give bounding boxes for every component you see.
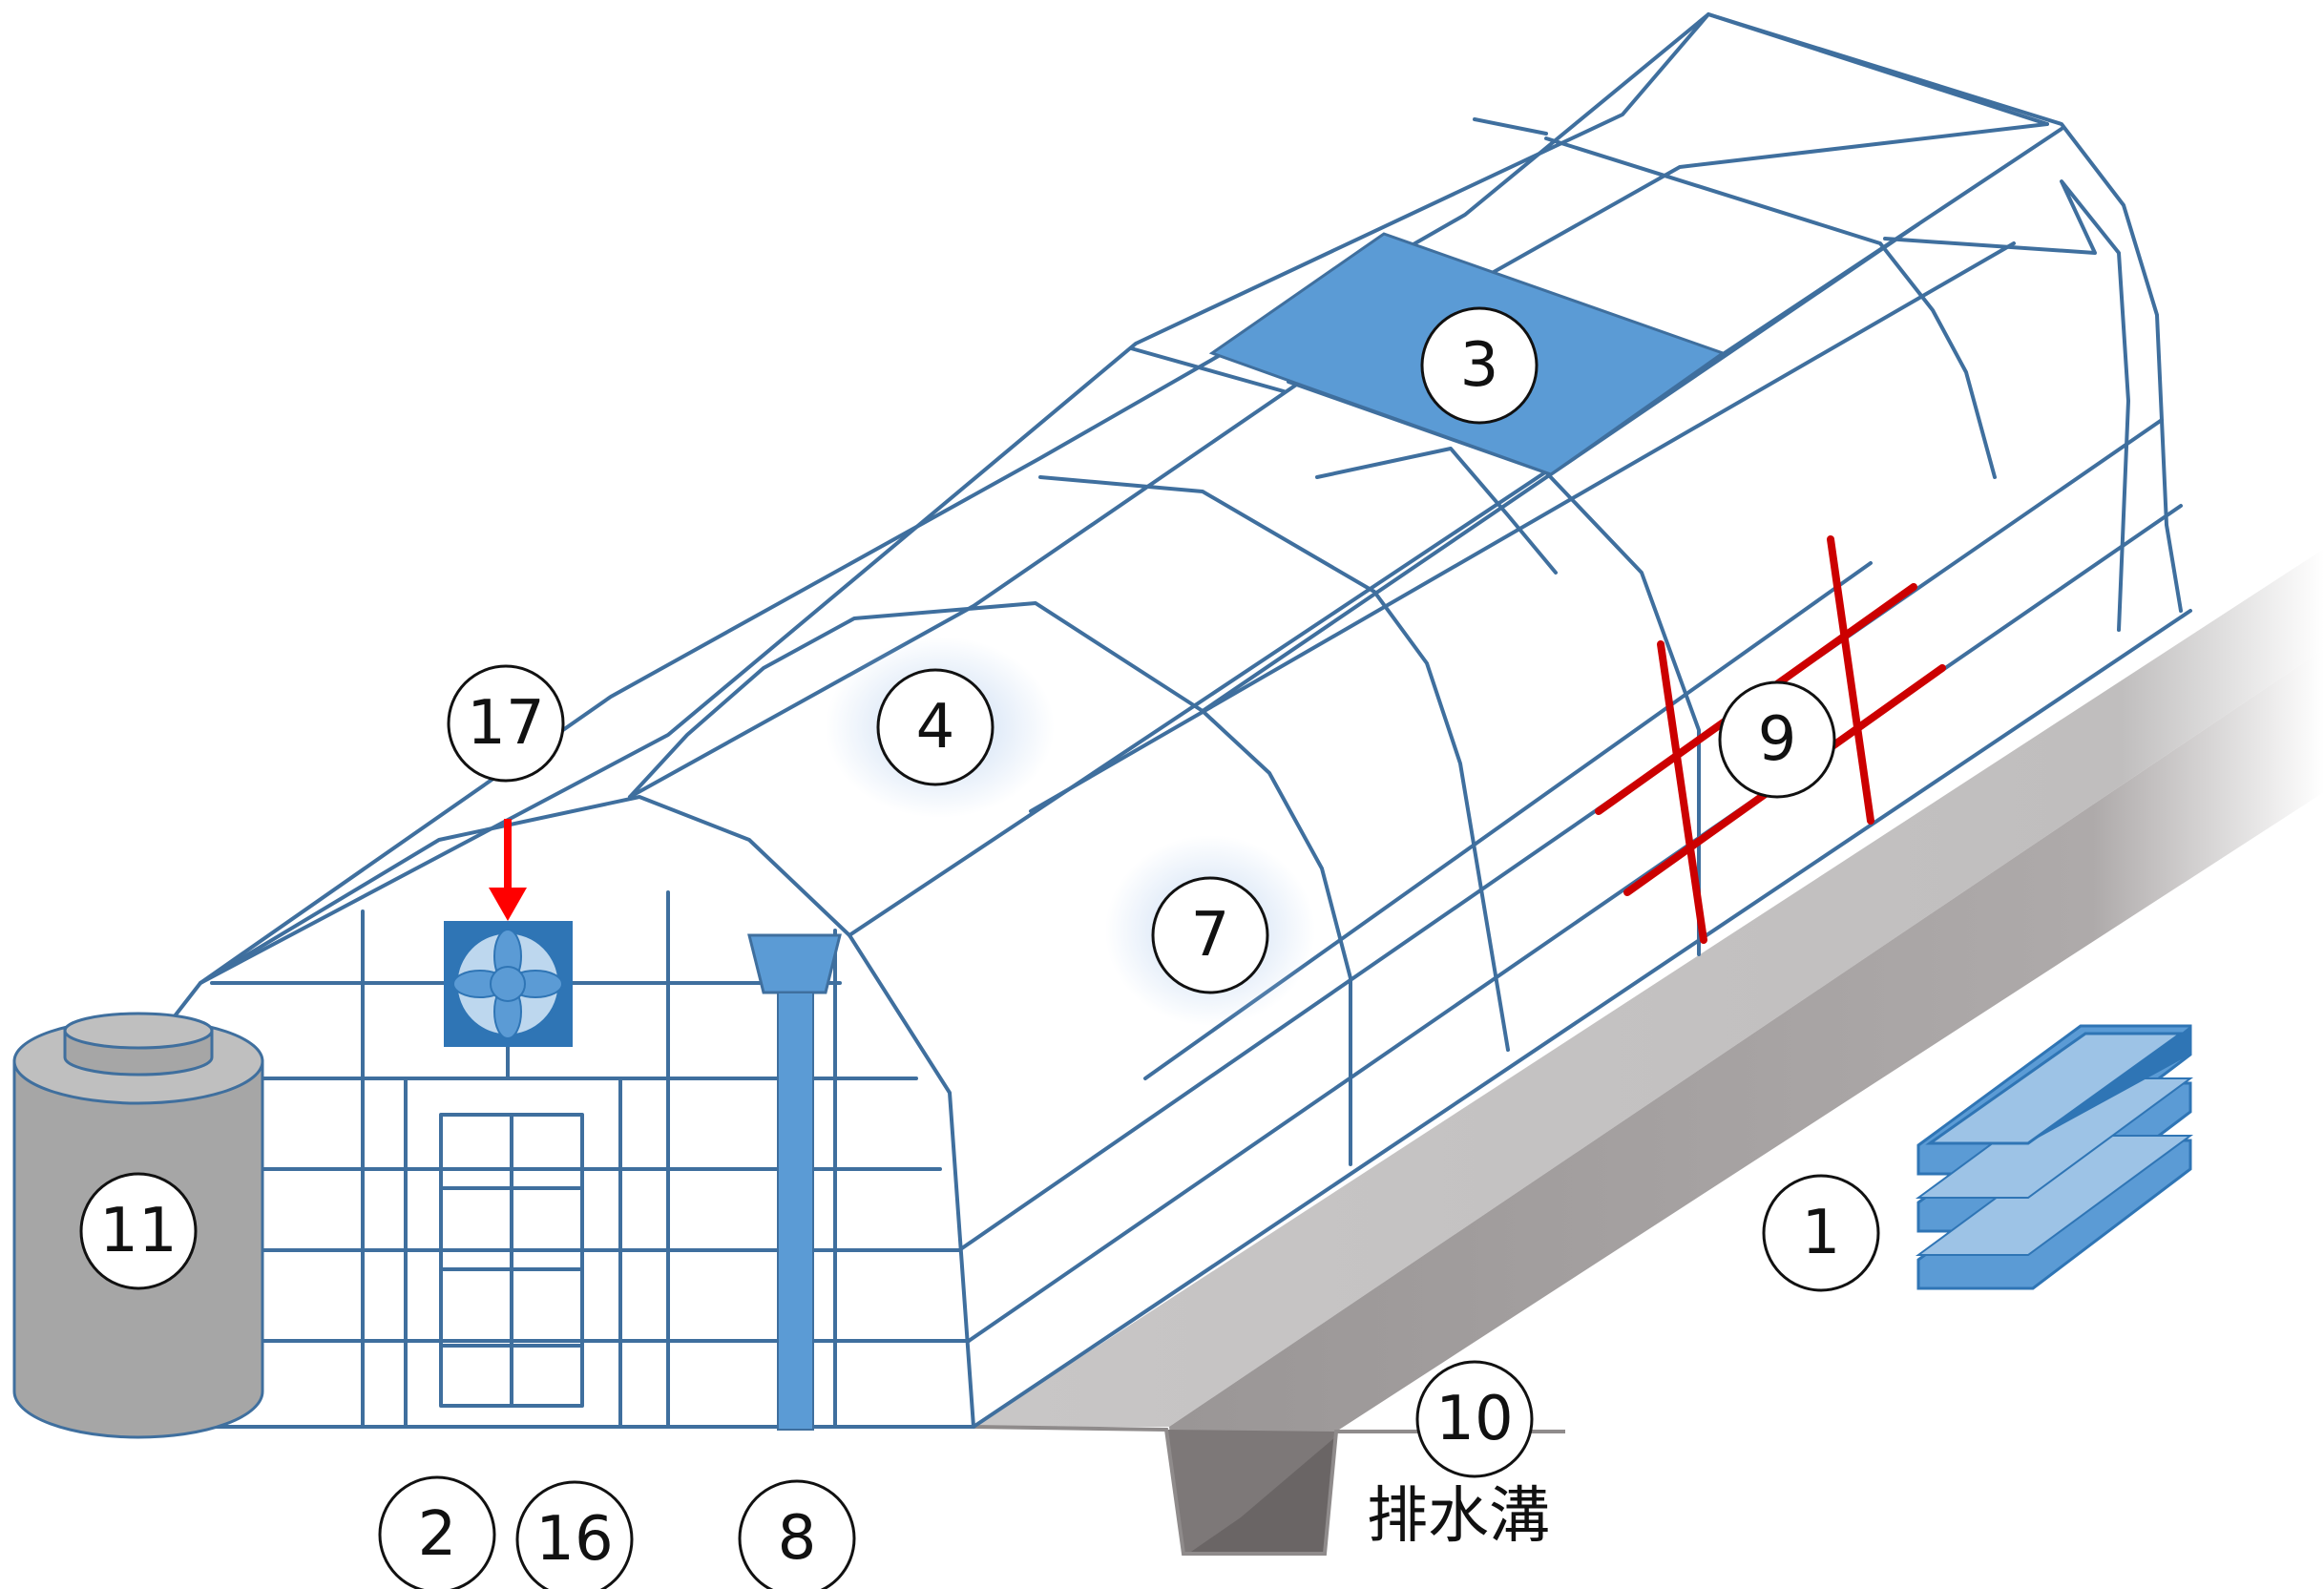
stacked-trays [1915,1024,2194,1290]
red-arrow [489,819,527,921]
svg-text:17: 17 [467,688,544,759]
label-4: 4 [876,668,995,786]
exhaust-fan [444,921,573,1078]
svg-text:3: 3 [1460,330,1499,401]
svg-text:7: 7 [1191,900,1230,971]
svg-text:16: 16 [535,1504,613,1575]
svg-text:10: 10 [1435,1384,1513,1454]
label-16: 16 [515,1480,634,1589]
svg-text:4: 4 [916,692,955,763]
svg-text:2: 2 [418,1499,457,1570]
svg-text:1: 1 [1802,1198,1841,1268]
label-7: 7 [1151,876,1269,994]
ground-slab [974,549,2324,1427]
label-17: 17 [447,664,565,783]
label-3: 3 [1420,306,1539,425]
downspout [747,933,842,1431]
label-9: 9 [1718,680,1836,799]
label-11: 11 [79,1172,198,1290]
svg-text:11: 11 [99,1196,177,1266]
svg-text:9: 9 [1758,704,1797,775]
drain-caption: 排水溝 [1367,1481,1550,1552]
svg-text:8: 8 [778,1503,817,1574]
ditch-edge-line [973,1425,1565,1556]
drainage-ditch [973,549,2324,1556]
ditch-bottom-shadow [1188,1436,1336,1554]
label-10: 10 [1415,1360,1534,1478]
label-8: 8 [738,1479,856,1589]
ditch-slope [1169,649,2324,1551]
label-2: 2 [378,1475,496,1589]
label-1: 1 [1762,1174,1880,1292]
